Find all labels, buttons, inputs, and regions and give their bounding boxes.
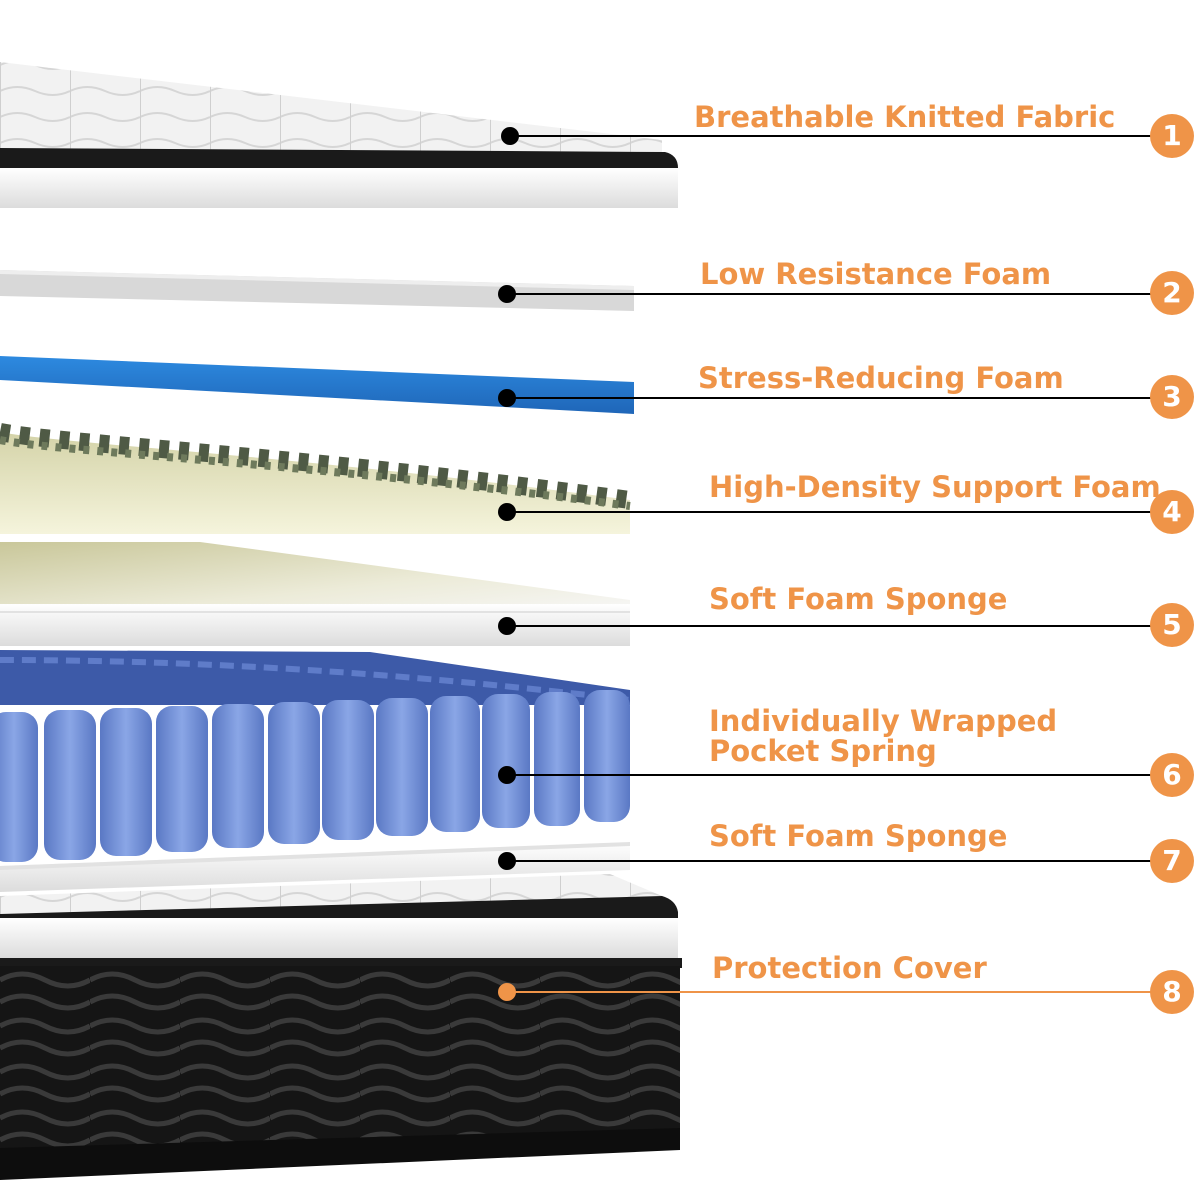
label-high-density-support-foam: High-Density Support Foam <box>709 470 1161 504</box>
soft-foam-sponge-bottom <box>0 842 630 892</box>
cover-top-surface <box>0 874 662 914</box>
fabric-piping <box>0 148 678 172</box>
leader-lines <box>498 127 1152 1001</box>
stress-reducing-foam-layer <box>0 356 634 414</box>
marker-dot-3 <box>498 389 516 407</box>
cover-side <box>0 918 678 958</box>
badge-6: 6 <box>1150 753 1194 797</box>
marker-dot-7 <box>498 852 516 870</box>
label-soft-foam-sponge-bottom: Soft Foam Sponge <box>709 819 1008 853</box>
badge-5: 5 <box>1150 603 1194 647</box>
marker-dot-5 <box>498 617 516 635</box>
label-breathable-knitted-fabric: Breathable Knitted Fabric <box>694 100 1116 134</box>
protection-cover-layer <box>0 966 680 1148</box>
marker-dot-6 <box>498 766 516 784</box>
marker-dot-2 <box>498 285 516 303</box>
pocket-spring-coils <box>0 690 630 862</box>
label-soft-foam-sponge-top: Soft Foam Sponge <box>709 582 1008 616</box>
support-foam-layer <box>0 432 630 534</box>
badge-1: 1 <box>1150 114 1194 158</box>
label-stress-reducing-foam: Stress-Reducing Foam <box>698 361 1064 395</box>
fabric-side <box>0 168 678 208</box>
badge-3: 3 <box>1150 375 1194 419</box>
badge-8: 8 <box>1150 970 1194 1014</box>
label-pocket-spring-line1: Individually Wrapped <box>709 704 1058 738</box>
label-pocket-spring-line2: Pocket Spring <box>709 734 937 768</box>
soft-foam-sponge-top <box>0 542 630 612</box>
marker-dot-4 <box>498 503 516 521</box>
low-resistance-foam-layer <box>0 270 634 311</box>
marker-dot-8 <box>498 983 516 1001</box>
badge-4: 4 <box>1150 490 1194 534</box>
label-protection-cover: Protection Cover <box>712 951 987 985</box>
badge-7: 7 <box>1150 839 1194 883</box>
label-low-resistance-foam: Low Resistance Foam <box>700 257 1052 291</box>
marker-dot-1 <box>501 127 519 145</box>
badge-2: 2 <box>1150 271 1194 315</box>
fabric-top-surface <box>0 62 662 152</box>
